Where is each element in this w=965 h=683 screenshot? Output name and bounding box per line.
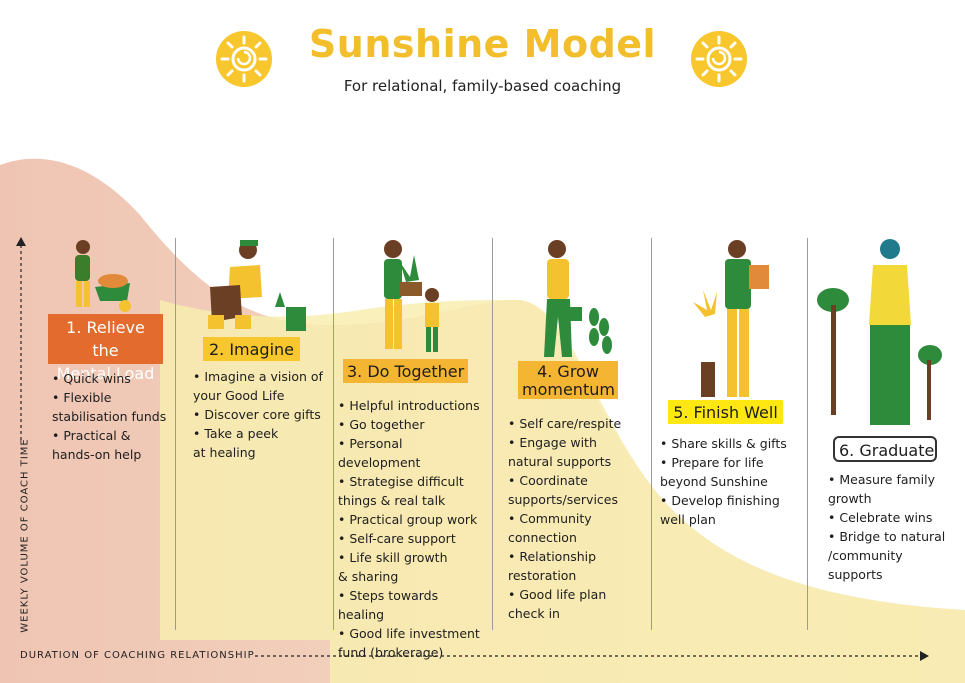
bullet-item: • Practical & hands-on help	[52, 428, 142, 462]
sun-icon	[690, 30, 748, 88]
stage-4-bullets: • Self care/respite • Engage with natura…	[508, 414, 648, 623]
bullet-item: • Imagine a vision of your Good Life	[193, 369, 323, 403]
bullet-item: • Personal development	[338, 436, 421, 470]
person-planting-illustration	[208, 240, 306, 331]
bullet-item: • Helpful introductions	[338, 398, 480, 413]
bullet-item: • Self care/respite	[508, 416, 622, 431]
bullet-item: • Good life investment fund (brokerage)	[338, 626, 480, 660]
column-divider	[492, 238, 493, 630]
bullet-item: • Celebrate wins	[828, 510, 933, 525]
person-trees-illustration	[817, 239, 942, 425]
bullet-item: • Coordinate supports/services	[508, 473, 619, 507]
y-axis-arrowhead	[16, 237, 26, 246]
stage-6-bullets: • Measure family growth • Celebrate wins…	[828, 470, 960, 584]
bullet-item: • Strategise difficult things & real tal…	[338, 474, 464, 508]
bullet-item: • Develop finishing well plan	[660, 493, 780, 527]
stage-2-label: 2. Imagine	[203, 337, 300, 361]
person-watering-illustration	[544, 240, 612, 357]
bullet-item: • Prepare for life beyond Sunshine	[660, 455, 768, 489]
bullet-item: • Practical group work	[338, 512, 478, 527]
x-axis-label: DURATION OF COACHING RELATIONSHIP	[20, 650, 255, 661]
column-divider	[807, 238, 808, 630]
stage-5-label: 5. Finish Well	[668, 400, 783, 424]
stage-6-label: 6. Graduate	[833, 436, 937, 462]
bullet-item: • Quick wins	[52, 371, 131, 386]
sun-icon	[215, 30, 273, 88]
bullet-item: • Flexible stabilisation funds	[52, 390, 167, 424]
volume-curve-yellow	[160, 300, 965, 683]
x-axis-arrowhead	[920, 651, 929, 661]
bullet-item: • Take a peek at healing	[193, 426, 279, 460]
person-plant-box-illustration	[693, 240, 769, 397]
column-divider	[175, 238, 176, 630]
column-divider	[333, 238, 334, 630]
stage-5-bullets: • Share skills & gifts • Prepare for lif…	[660, 434, 800, 529]
bullet-item: • Bridge to natural /community supports	[828, 529, 946, 582]
bullet-item: • Go together	[338, 417, 425, 432]
bullet-item: • Engage with natural supports	[508, 435, 612, 469]
bullet-item: • Measure family growth	[828, 472, 936, 506]
stage-1-label: 1. Relieve the Mental Load	[48, 314, 163, 383]
stage-3-label: 3. Do Together	[343, 359, 468, 383]
parent-child-plant-illustration	[384, 240, 439, 352]
column-divider	[651, 238, 652, 630]
stage-1-bullets: • Quick wins • Flexible stabilisation fu…	[52, 369, 172, 464]
bullet-item: • Relationship restoration	[508, 549, 597, 583]
page-subtitle: For relational, family-based coaching	[343, 77, 622, 95]
stage-4-label: 4. Grow momentum	[518, 361, 618, 399]
y-axis-label: WEEKLY VOLUME OF COACH TIME	[19, 438, 31, 633]
stage-2-bullets: • Imagine a vision of your Good Life • D…	[193, 367, 331, 462]
bullet-item: • Share skills & gifts	[660, 436, 787, 451]
page-title: Sunshine Model	[308, 22, 657, 66]
person-wheelbarrow-illustration	[75, 240, 131, 312]
bullet-item: • Self-care support	[338, 531, 456, 546]
stage-3-bullets: • Helpful introductions • Go together • …	[338, 396, 488, 662]
bullet-item: • Discover core gifts	[193, 407, 321, 422]
bullet-item: • Community connection	[508, 511, 592, 545]
bullet-item: • Steps towards healing	[338, 588, 439, 622]
bullet-item: • Good life plan check in	[508, 587, 607, 621]
bullet-item: • Life skill growth & sharing	[338, 550, 448, 584]
